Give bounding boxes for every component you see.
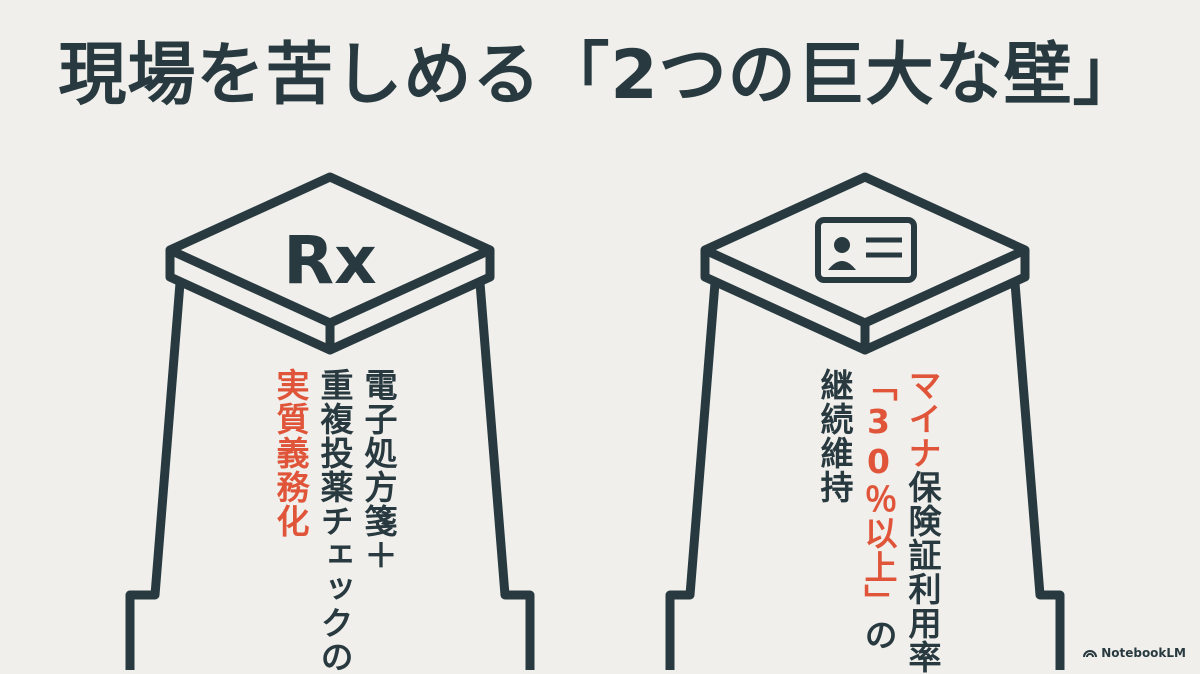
rx-symbol: Rx [283, 222, 376, 299]
right-pillar [665, 172, 1065, 670]
left-pillar [125, 172, 535, 670]
id-card-icon [815, 217, 917, 283]
right-line-2-accent: 「30％以上」 [859, 368, 898, 618]
credit-text: NotebookLM [1101, 646, 1186, 660]
left-line-1: 電子処方箋＋ [359, 368, 398, 572]
page-title: 現場を苦しめる「2つの巨大な壁」 [58, 36, 1142, 115]
right-line-3: 継続維持 [815, 368, 854, 504]
right-pillar-text: マイナ保険証利用率 「30％以上」の 継続維持 [812, 368, 944, 674]
right-line-2-rest: の [859, 618, 898, 652]
left-line-3: 実質義務化 [271, 368, 310, 538]
right-line-1-rest: 保険証利用率 [903, 470, 942, 674]
left-line-2: 重複投薬チェックの [315, 368, 354, 674]
right-line-2: 「30％以上」の [859, 368, 898, 652]
right-line-1: マイナ保険証利用率 [903, 368, 942, 674]
rx-icon: Rx [283, 222, 376, 299]
left-pillar-text: 電子処方箋＋ 重複投薬チェックの 実質義務化 [268, 368, 400, 674]
notebooklm-logo-icon [1083, 650, 1098, 658]
credit: NotebookLM [1083, 646, 1186, 660]
right-line-1-accent: マイナ [903, 368, 942, 470]
